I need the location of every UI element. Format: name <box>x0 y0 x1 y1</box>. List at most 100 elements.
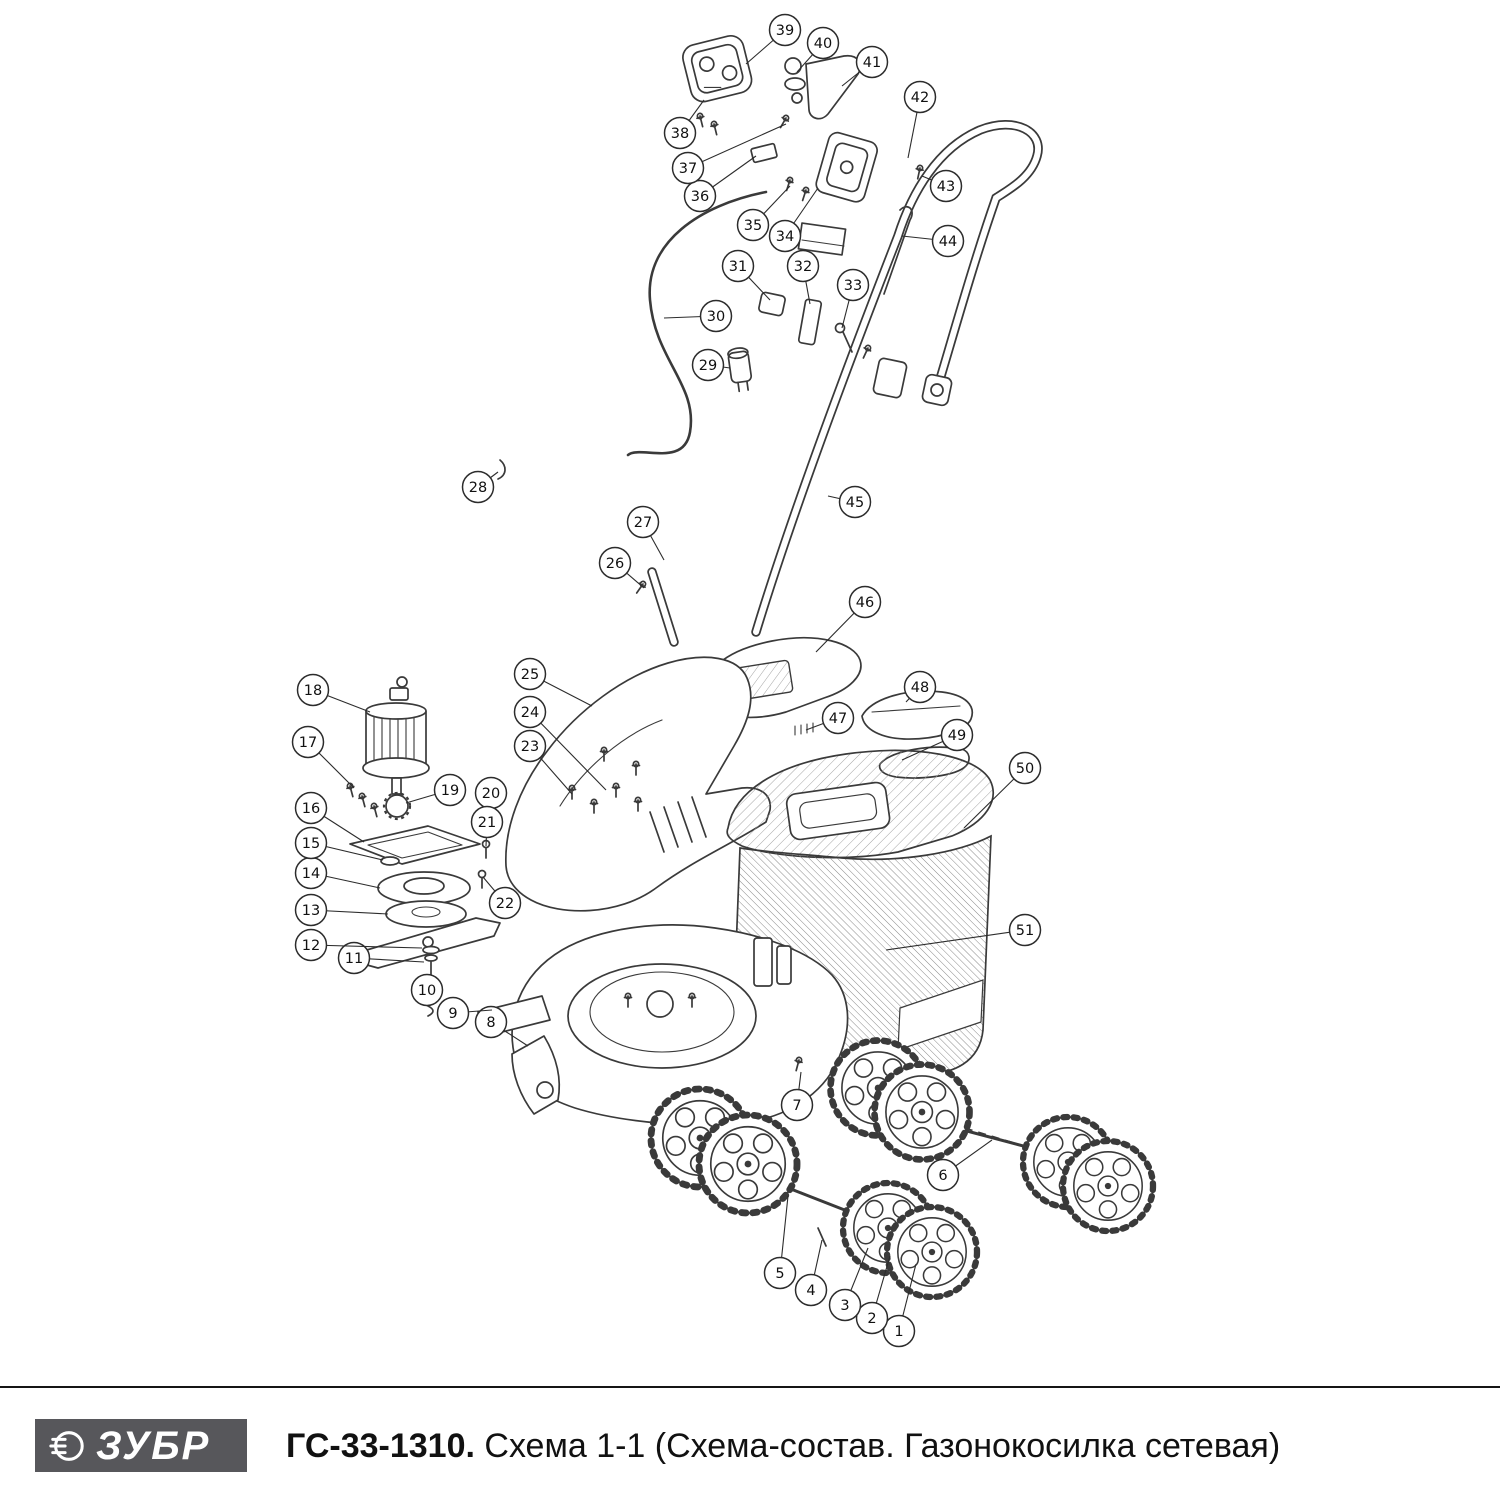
screw-26 <box>632 579 649 596</box>
svg-text:39: 39 <box>776 23 794 39</box>
callout-34: 34 <box>768 187 819 253</box>
footer-divider <box>0 1386 1500 1388</box>
svg-text:51: 51 <box>1016 923 1034 939</box>
svg-text:33: 33 <box>844 278 862 294</box>
svg-text:28: 28 <box>469 480 487 496</box>
callout-38: 38 <box>663 99 705 150</box>
callout-39: 39 <box>745 13 802 65</box>
callout-23: 23 <box>513 729 573 795</box>
mower-deck <box>511 924 849 1127</box>
callout-6: 6 <box>926 1139 993 1192</box>
callout-45: 45 <box>827 485 872 519</box>
plug <box>727 347 753 393</box>
callout-41: 41 <box>841 45 889 87</box>
callout-44: 44 <box>901 224 965 258</box>
callout-12: 12 <box>294 928 423 962</box>
svg-text:6: 6 <box>938 1168 947 1184</box>
svg-text:22: 22 <box>496 896 514 912</box>
svg-text:12: 12 <box>302 938 320 954</box>
svg-text:47: 47 <box>829 711 847 727</box>
callout-37: 37 <box>671 123 787 185</box>
callout-25: 25 <box>513 657 593 707</box>
svg-text:24: 24 <box>521 705 539 721</box>
svg-text:3: 3 <box>840 1298 849 1314</box>
callout-43: 43 <box>921 169 963 203</box>
callout-24: 24 <box>513 695 607 791</box>
svg-text:15: 15 <box>302 836 320 852</box>
callout-2: 2 <box>855 1255 891 1335</box>
callout-1: 1 <box>882 1263 917 1348</box>
callout-36: 36 <box>683 155 757 213</box>
wheels <box>651 1041 1153 1298</box>
svg-text:46: 46 <box>856 595 874 611</box>
svg-text:31: 31 <box>729 259 747 275</box>
svg-text:21: 21 <box>478 815 496 831</box>
svg-text:48: 48 <box>911 680 929 696</box>
svg-text:7: 7 <box>792 1098 801 1114</box>
svg-text:40: 40 <box>814 36 832 52</box>
callout-50: 50 <box>963 751 1042 829</box>
switch-lever-parts <box>695 54 862 164</box>
wheel-rear-right-outer <box>875 1065 970 1160</box>
svg-text:38: 38 <box>671 126 689 142</box>
svg-text:29: 29 <box>699 358 717 374</box>
callout-3: 3 <box>828 1247 869 1322</box>
callout-46: 46 <box>815 585 882 653</box>
svg-text:37: 37 <box>679 161 697 177</box>
callout-10: 10 <box>410 973 444 1007</box>
callout-28: 28 <box>461 470 499 504</box>
svg-text:23: 23 <box>521 739 539 755</box>
handle-tube <box>647 120 1043 647</box>
callout-19: 19 <box>405 773 467 807</box>
svg-text:41: 41 <box>863 55 881 71</box>
diagram-caption: ГС-33-1310. Схема 1-1 (Схема-состав. Газ… <box>286 1427 1280 1466</box>
callout-31: 31 <box>721 249 771 301</box>
callout-13: 13 <box>294 893 389 927</box>
handle-knob-bracket <box>758 291 953 407</box>
power-cable <box>497 190 768 480</box>
svg-text:5: 5 <box>775 1266 784 1282</box>
svg-text:26: 26 <box>606 556 624 572</box>
svg-text:45: 45 <box>846 495 864 511</box>
callout-8: 8 <box>474 1005 529 1047</box>
callout-51: 51 <box>885 913 1042 951</box>
svg-text:34: 34 <box>776 229 794 245</box>
callout-33: 33 <box>836 268 870 329</box>
svg-text:20: 20 <box>482 786 500 802</box>
svg-text:44: 44 <box>939 234 957 250</box>
wheel-front-left-outer <box>887 1207 977 1297</box>
svg-text:1: 1 <box>894 1324 903 1340</box>
svg-text:18: 18 <box>304 683 322 699</box>
callout-11: 11 <box>337 941 425 975</box>
svg-text:27: 27 <box>634 515 652 531</box>
svg-text:2: 2 <box>867 1311 876 1327</box>
svg-text:9: 9 <box>448 1006 457 1022</box>
svg-text:49: 49 <box>948 728 966 744</box>
svg-text:50: 50 <box>1016 761 1034 777</box>
callout-5: 5 <box>763 1195 797 1290</box>
switch-box <box>682 34 753 103</box>
svg-text:36: 36 <box>691 189 709 205</box>
callout-40: 40 <box>796 26 840 73</box>
svg-text:4: 4 <box>806 1283 815 1299</box>
model-number: ГС-33-1310. <box>286 1427 475 1465</box>
svg-text:43: 43 <box>937 179 955 195</box>
callout-9: 9 <box>436 996 493 1030</box>
callout-35: 35 <box>736 185 791 242</box>
callout-21: 21 <box>470 805 504 847</box>
svg-text:32: 32 <box>794 259 812 275</box>
svg-text:42: 42 <box>911 90 929 106</box>
svg-text:35: 35 <box>744 218 762 234</box>
callout-27: 27 <box>626 505 665 561</box>
svg-text:16: 16 <box>302 801 320 817</box>
svg-text:8: 8 <box>486 1015 495 1031</box>
svg-text:17: 17 <box>299 735 317 751</box>
svg-text:25: 25 <box>521 667 539 683</box>
wheel-rear-left-outer <box>699 1115 797 1213</box>
callout-7: 7 <box>780 1071 814 1122</box>
callout-4: 4 <box>794 1239 828 1307</box>
callout-22: 22 <box>482 876 522 920</box>
svg-text:10: 10 <box>418 983 436 999</box>
